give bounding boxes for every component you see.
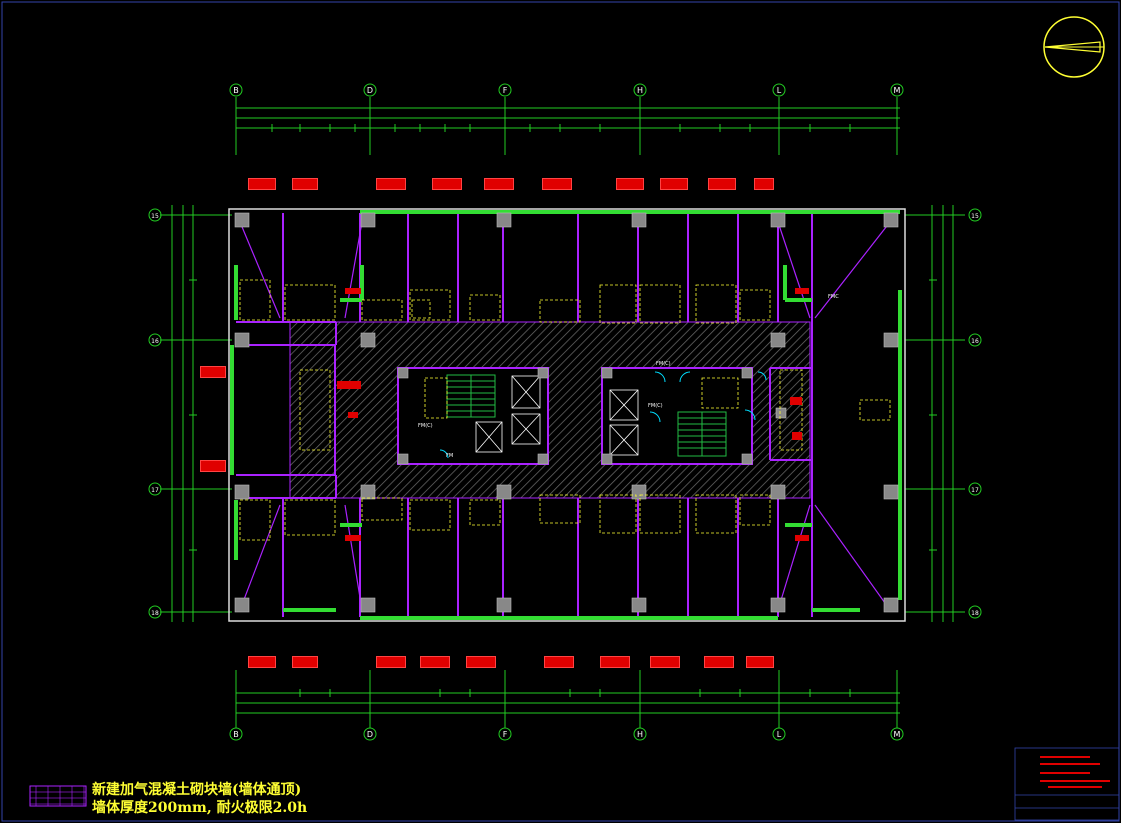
grid-label-top: F [503, 86, 508, 95]
building-outline [228, 208, 906, 622]
annotation-tag [616, 178, 644, 190]
room-label-fm: FM(C) [656, 361, 671, 367]
annotation-tag [292, 178, 318, 190]
annotation-tag [200, 366, 226, 378]
stair-left [446, 374, 496, 418]
grid-label-left: 15 [151, 213, 159, 220]
title-block-marks [1040, 756, 1110, 788]
columns [234, 212, 899, 613]
grid-label-right: 16 [971, 338, 979, 345]
stair-right [677, 411, 727, 457]
annotation-tag [660, 178, 688, 190]
grid-label-right: 17 [971, 487, 979, 494]
annotation-tag [484, 178, 514, 190]
grid-bubbles-top [229, 83, 904, 97]
grid-bubbles-left [148, 208, 162, 619]
dimension-right [905, 205, 965, 622]
grid-label-top: H [637, 86, 643, 95]
annotation-tag [544, 656, 574, 668]
grid-label-bottom: L [777, 730, 782, 739]
room-label-fm: FMC [828, 294, 839, 300]
grid-label-bottom: M [894, 730, 901, 739]
annotation-tag [248, 178, 276, 190]
annotation-tag [542, 178, 572, 190]
elevator-shafts [475, 375, 639, 456]
annotation-tag [650, 656, 680, 668]
dimension-bottom [235, 670, 900, 728]
annotation-tag [746, 656, 774, 668]
annotation-tag [432, 178, 462, 190]
grid-label-top: D [367, 86, 373, 95]
grid-label-left: 17 [151, 487, 159, 494]
partition-walls [236, 213, 813, 617]
legend-swatch [29, 785, 87, 807]
grid-bubbles-right [968, 208, 982, 619]
annotation-tag [376, 178, 406, 190]
annotation-tag [754, 178, 774, 190]
legend-title: 新建加气混凝土砌块墙(墙体通顶) [92, 782, 302, 798]
annotation-tag [600, 656, 630, 668]
annotation-tag [200, 460, 226, 472]
grid-label-bottom: D [367, 730, 373, 739]
room-label-fm: FM [446, 453, 453, 459]
grid-label-right: 15 [971, 213, 979, 220]
grid-label-left: 18 [151, 610, 159, 617]
annotation-tag [704, 656, 734, 668]
north-arrow-icon [1043, 16, 1105, 78]
grid-label-top: L [777, 86, 782, 95]
grid-label-bottom: F [503, 730, 508, 739]
legend-subtitle: 墙体厚度200mm, 耐火极限2.0h [92, 800, 308, 816]
door-swings [439, 371, 767, 459]
annotation-tag [376, 656, 406, 668]
dimension-left [160, 205, 232, 622]
new-walls [230, 210, 902, 620]
annotation-tag [420, 656, 450, 668]
grid-label-bottom: B [233, 730, 239, 739]
fixtures [239, 279, 891, 541]
title-block [1014, 747, 1120, 821]
grid-label-top: B [233, 86, 239, 95]
grid-label-bottom: H [637, 730, 643, 739]
core-left [397, 367, 549, 465]
grid-label-left: 16 [151, 338, 159, 345]
annotation-tag [708, 178, 736, 190]
annotation-tag [466, 656, 496, 668]
grid-bubbles-bottom [229, 727, 904, 741]
red-markers [337, 288, 809, 541]
room-label-fm: FM(C) [418, 423, 433, 429]
annotation-tag [292, 656, 318, 668]
room-label-fm: FM(C) [648, 403, 663, 409]
core-right [601, 367, 753, 465]
dimension-top [235, 97, 900, 155]
grid-label-top: M [894, 86, 901, 95]
annotation-tag [248, 656, 276, 668]
grid-label-right: 18 [971, 610, 979, 617]
